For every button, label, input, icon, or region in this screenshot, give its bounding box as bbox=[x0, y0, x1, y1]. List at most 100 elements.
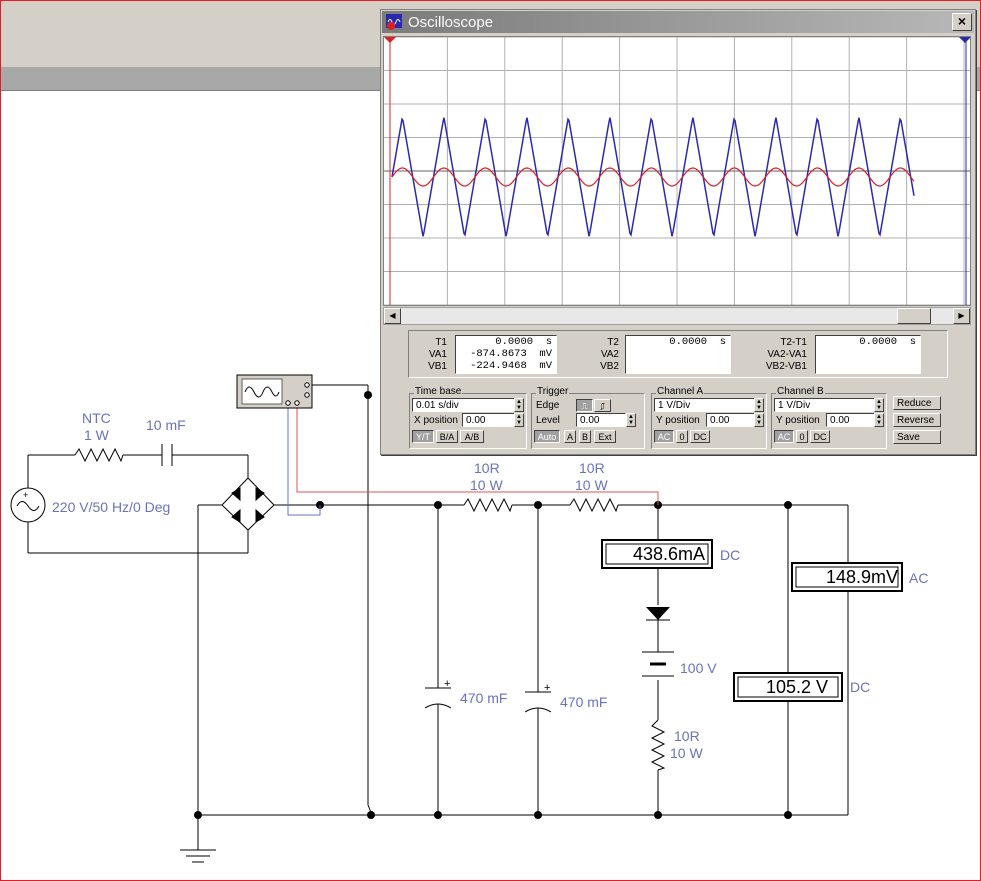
r1-power-label: 10 W bbox=[470, 477, 503, 493]
channel-a-ypos-label: Y position bbox=[656, 415, 700, 426]
cap-series-label: 10 mF bbox=[146, 417, 186, 433]
oscilloscope-titlebar[interactable]: Oscilloscope × bbox=[382, 11, 974, 33]
t1-readout: 0.0000 s -874.8673 mV -224.9468 mV bbox=[455, 335, 557, 374]
ext-button[interactable]: Ext bbox=[594, 430, 616, 443]
junction-dots bbox=[194, 391, 792, 819]
timebase-select[interactable]: 0.01 s/div bbox=[412, 398, 515, 412]
bridge-rectifier[interactable] bbox=[221, 477, 275, 531]
svg-text:+: + bbox=[444, 678, 450, 690]
channel-b-title: Channel B bbox=[776, 386, 825, 397]
capacitor-10mf[interactable] bbox=[161, 444, 173, 466]
channel-a-scale-spinner[interactable]: ▲▼ bbox=[754, 398, 764, 412]
ammeter[interactable]: 438.6mA bbox=[601, 539, 713, 569]
oscilloscope-display[interactable] bbox=[383, 36, 971, 306]
t21-value: 0.0000 s bbox=[859, 336, 916, 348]
time-scrollbar[interactable]: ◀ ▶ bbox=[383, 307, 971, 325]
channel-a-dc-button[interactable]: DC bbox=[690, 430, 710, 443]
close-button[interactable]: × bbox=[952, 13, 972, 31]
xpos-input[interactable]: 0.00 bbox=[462, 413, 515, 427]
scroll-right-button[interactable]: ▶ bbox=[953, 308, 970, 324]
resistor-r1[interactable] bbox=[463, 497, 513, 513]
channel-a-zero-button[interactable]: 0 bbox=[676, 430, 688, 443]
capacitor-c1[interactable]: + bbox=[424, 678, 452, 709]
oscilloscope-instrument[interactable] bbox=[236, 374, 313, 409]
ntc-label: NTC bbox=[82, 410, 111, 426]
channel-b-ac-button[interactable]: AC bbox=[774, 430, 794, 443]
ntc-power-label: 1 W bbox=[84, 427, 110, 443]
auto-button[interactable]: Auto bbox=[534, 430, 560, 443]
capacitor-c2[interactable]: + bbox=[524, 682, 552, 713]
voltmeter-dc-mode: DC bbox=[850, 679, 870, 695]
level-input[interactable]: 0.00 bbox=[576, 413, 626, 427]
vb21-label: VB2-VB1 bbox=[765, 361, 807, 372]
t2-label: T2 bbox=[607, 337, 619, 348]
vb1-label: VB1 bbox=[428, 361, 447, 372]
yt-button[interactable]: Y/T bbox=[412, 430, 434, 443]
channel-b-zero-button[interactable]: 0 bbox=[796, 430, 808, 443]
t2-value: 0.0000 s bbox=[669, 336, 726, 348]
cursor-1-marker[interactable] bbox=[384, 37, 396, 43]
t2-readout: 0.0000 s bbox=[625, 335, 731, 374]
channel-a-ac-button[interactable]: AC bbox=[654, 430, 674, 443]
level-spinner[interactable]: ▲▼ bbox=[626, 413, 636, 427]
vb1-value: -224.9468 mV bbox=[470, 360, 552, 372]
channel-b-scale-spinner[interactable]: ▲▼ bbox=[874, 398, 884, 412]
voltmeter-ac[interactable]: 148.9mV bbox=[791, 562, 903, 592]
timebase-title: Time base bbox=[414, 386, 463, 397]
c1-label: 470 mF bbox=[460, 690, 507, 706]
battery-100v[interactable] bbox=[642, 651, 674, 677]
edge-falling-icon[interactable]: ⎎ bbox=[594, 399, 611, 412]
xpos-label: X position bbox=[414, 415, 458, 426]
channel-a-ypos-spinner[interactable]: ▲▼ bbox=[754, 413, 764, 427]
source-label: 220 V/50 Hz/0 Deg bbox=[52, 499, 170, 515]
voltmeter-ac-mode: AC bbox=[909, 570, 928, 586]
resistor-r2[interactable] bbox=[569, 497, 619, 513]
voltmeter-ac-reading: 148.9mV bbox=[826, 567, 898, 587]
c2-label: 470 mF bbox=[560, 694, 607, 710]
channel-a-ypos-input[interactable]: 0.00 bbox=[706, 413, 755, 427]
ba-button[interactable]: B/A bbox=[436, 430, 458, 443]
diode[interactable] bbox=[646, 607, 670, 621]
channel-b-trace bbox=[391, 167, 915, 187]
edge-rising-icon[interactable]: ⎍ bbox=[576, 399, 593, 412]
probe-wire-b bbox=[296, 403, 659, 505]
t1-value: 0.0000 s bbox=[495, 336, 552, 348]
channel-b-group: Channel B 1 V/Div ▲▼ Y position 0.00 ▲▼ … bbox=[771, 386, 887, 449]
channel-b-ypos-input[interactable]: 0.00 bbox=[826, 413, 875, 427]
ground-symbol[interactable] bbox=[180, 849, 216, 863]
cursor-2-marker[interactable] bbox=[959, 37, 971, 43]
reverse-button[interactable]: Reverse bbox=[893, 413, 941, 427]
trigger-group: Trigger Edge ⎍ ⎎ Level 0.00 ▲▼ Auto A B … bbox=[531, 386, 645, 449]
r2-power-label: 10 W bbox=[575, 477, 608, 493]
trigger-b-button[interactable]: B bbox=[579, 430, 591, 443]
channel-a-scale-select[interactable]: 1 V/Div bbox=[654, 398, 755, 412]
vb2-label: VB2 bbox=[600, 361, 619, 372]
channel-b-ypos-spinner[interactable]: ▲▼ bbox=[874, 413, 884, 427]
reduce-button[interactable]: Reduce bbox=[893, 396, 941, 410]
va1-value: -874.8673 mV bbox=[470, 348, 552, 360]
probe-wire-a bbox=[287, 403, 321, 516]
oscilloscope-window[interactable]: Oscilloscope × ◀ ▶ T1 VA1 VB1 0.0000 s -… bbox=[380, 9, 976, 455]
svg-text:+: + bbox=[544, 682, 550, 694]
xpos-spinner[interactable]: ▲▼ bbox=[514, 413, 524, 427]
voltmeter-dc-reading: 105.2 V bbox=[766, 677, 828, 697]
channel-b-dc-button[interactable]: DC bbox=[810, 430, 830, 443]
timebase-spinner[interactable]: ▲▼ bbox=[514, 398, 524, 412]
ntc-resistor[interactable] bbox=[74, 447, 124, 463]
ammeter-mode: DC bbox=[720, 547, 740, 563]
r3-value-label: 10R bbox=[674, 728, 700, 744]
trigger-a-button[interactable]: A bbox=[564, 430, 576, 443]
scroll-thumb[interactable] bbox=[897, 308, 931, 324]
t1-label: T1 bbox=[435, 337, 447, 348]
timebase-group: Time base 0.01 s/div ▲▼ X position 0.00 … bbox=[409, 386, 527, 449]
channel-b-scale-select[interactable]: 1 V/Div bbox=[774, 398, 875, 412]
scroll-left-button[interactable]: ◀ bbox=[384, 308, 401, 324]
voltmeter-dc[interactable]: 105.2 V bbox=[733, 672, 843, 702]
save-button[interactable]: Save bbox=[893, 430, 941, 444]
ac-source[interactable]: + bbox=[10, 487, 46, 523]
channel-a-trace bbox=[391, 117, 915, 237]
oscilloscope-title: Oscilloscope bbox=[408, 14, 494, 31]
resistor-r3[interactable] bbox=[650, 719, 666, 771]
ab-button[interactable]: A/B bbox=[460, 430, 484, 443]
